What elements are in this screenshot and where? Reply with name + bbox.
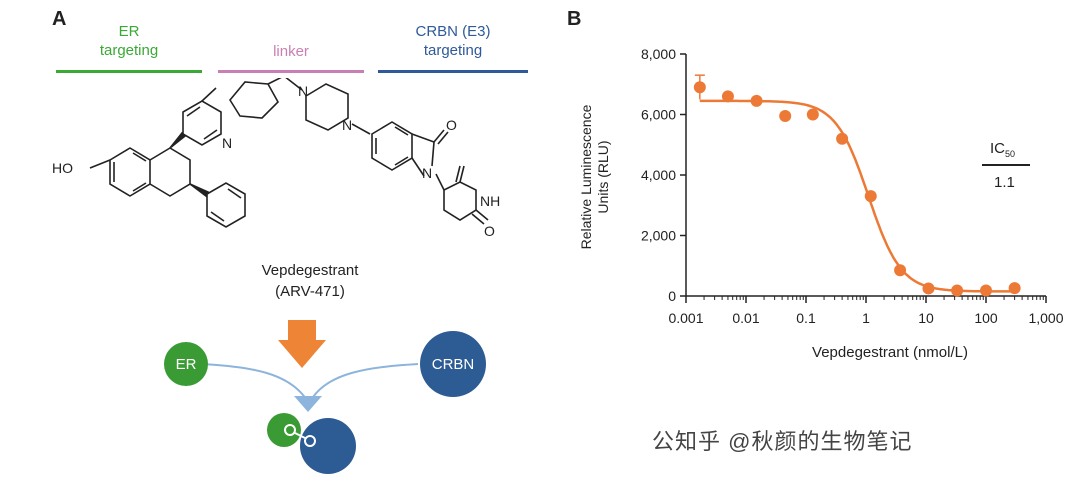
- er-targeting-label: ER targeting: [99, 23, 159, 59]
- data-point: [1008, 282, 1021, 295]
- complex-crbn-circle: [300, 418, 356, 474]
- molecule-label: Vepdegestrant (ARV-471): [261, 262, 359, 300]
- er-flow-line: [201, 363, 309, 403]
- er-segment-line: [56, 70, 202, 73]
- atom-n-piperazine-bottom: N: [342, 117, 352, 133]
- crbn-targeting-label: CRBN (E3) targeting: [415, 23, 491, 59]
- y-tick-label: 6,000: [641, 107, 676, 123]
- data-point: [721, 90, 734, 103]
- x-tick-label: 1: [862, 310, 870, 326]
- data-point: [980, 284, 992, 297]
- x-ticks: 0.001 0.01 0.1 1 10 100 1,000: [668, 296, 1064, 326]
- data-point: [693, 81, 706, 94]
- panel-a-label: A: [52, 8, 67, 30]
- crbn-circle: CRBN: [420, 331, 486, 397]
- vepdegestrant-structure: HO N N N N O O NH: [52, 78, 500, 239]
- y-tick-label: 2,000: [641, 228, 676, 244]
- x-tick-label: 0.01: [732, 310, 759, 326]
- crbn-segment-line: [378, 70, 528, 73]
- ic50-label: IC50: [990, 140, 1016, 159]
- fit-curve: [699, 99, 1015, 293]
- x-tick-label: 1,000: [1028, 310, 1063, 326]
- atom-ho: HO: [52, 160, 73, 176]
- crbn-flow-line: [309, 363, 419, 403]
- linker-label: linker: [273, 43, 309, 60]
- atom-nh: NH: [480, 193, 500, 209]
- mechanism-schematic: [201, 320, 419, 474]
- structure-bonds: [89, 78, 489, 228]
- data-point: [750, 94, 763, 107]
- data-point: [864, 190, 877, 203]
- atom-n-piperidine: N: [222, 135, 232, 151]
- linker-segment-line: [218, 70, 364, 73]
- degrader-molecule-icon: [284, 424, 316, 447]
- x-tick-label: 0.001: [668, 310, 703, 326]
- data-point: [922, 282, 935, 295]
- data-point: [836, 132, 849, 145]
- x-tick-label: 0.1: [796, 310, 816, 326]
- x-tick-label: 10: [918, 310, 934, 326]
- atom-n-lactam: N: [422, 165, 432, 181]
- panel-b-label: B: [567, 8, 582, 30]
- y-tick-label: 0: [668, 288, 676, 304]
- x-tick-label: 100: [974, 310, 998, 326]
- dose-response-chart: 0 2,000 4,000 6,000 8,000 0.001 0.01 0.1 1 10 100…: [641, 46, 1064, 326]
- atom-o-imide: O: [484, 223, 495, 239]
- x-axis-label: Vepdegestrant (nmol/L): [812, 344, 968, 361]
- y-ticks: 0 2,000 4,000 6,000 8,000: [641, 46, 686, 304]
- ic50-rule: [982, 164, 1030, 166]
- data-point: [806, 108, 819, 121]
- data-point: [951, 284, 964, 297]
- flow-arrowhead: [294, 396, 322, 412]
- y-tick-label: 4,000: [641, 167, 676, 183]
- down-arrow: [278, 320, 326, 368]
- y-tick-label: 8,000: [641, 46, 676, 62]
- data-point: [779, 110, 792, 123]
- data-points: [693, 74, 1021, 297]
- atom-o-lactam: O: [446, 117, 457, 133]
- watermark-text: 公知乎 @秋颜的生物笔记: [652, 429, 913, 454]
- atom-n-piperazine-top: N: [298, 83, 308, 99]
- data-point: [894, 264, 907, 277]
- er-circle: ER: [164, 342, 208, 386]
- ic50-value: 1.1: [994, 174, 1015, 191]
- chart-axes: [685, 54, 1046, 297]
